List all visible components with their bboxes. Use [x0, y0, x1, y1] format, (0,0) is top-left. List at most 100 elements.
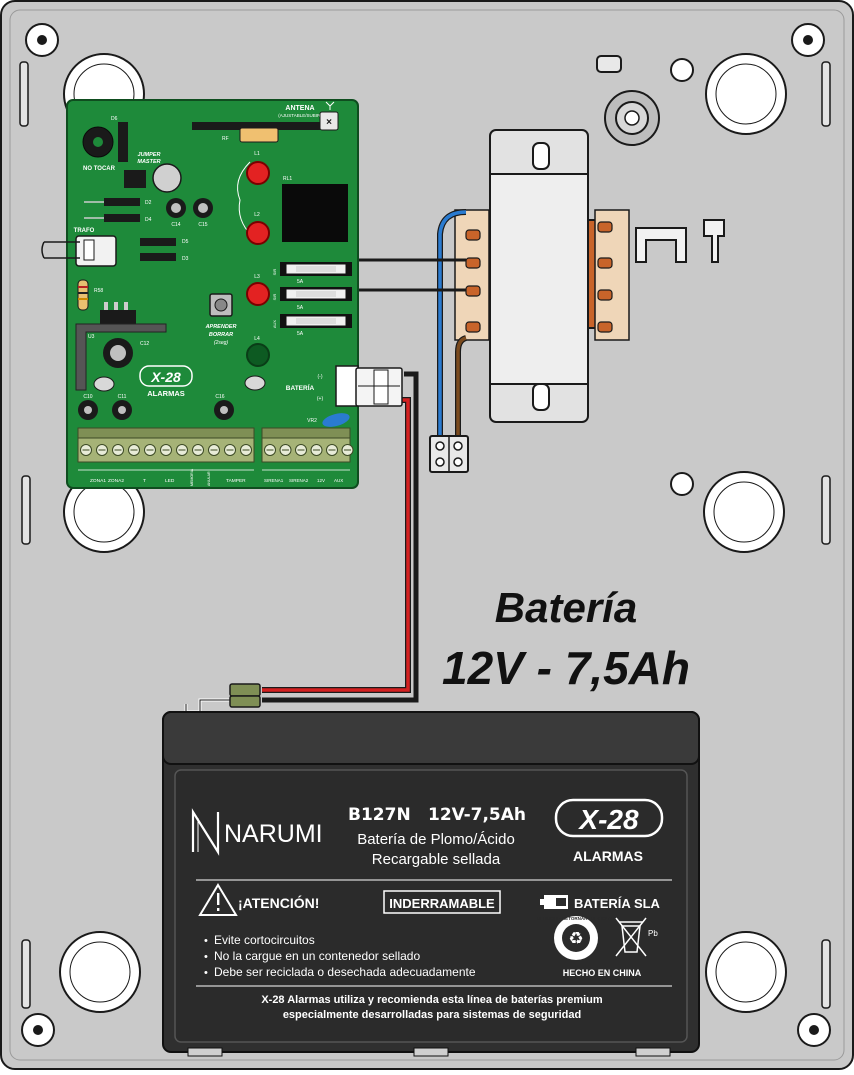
- warning-item: Evite cortocircuitos: [214, 933, 315, 947]
- footer-brand: X-28 Alarmas: [261, 994, 330, 1006]
- jumper-label-2: MASTER: [137, 159, 160, 165]
- pcb-logo-sub: ALARMAS: [147, 389, 185, 398]
- screw-hole-icon: [21, 1013, 55, 1047]
- side-slot: [19, 61, 29, 127]
- pb-label: Pb: [648, 929, 658, 938]
- fuse-rating: 5A: [297, 279, 304, 285]
- borrar-label: BORRAR: [209, 332, 233, 338]
- trafo-label: TRAFO: [74, 228, 95, 234]
- hole-icon: [670, 58, 694, 82]
- footer-line-1: X-28 Alarmas utiliza y recomienda esta l…: [261, 994, 603, 1006]
- l1-label: L1: [254, 151, 260, 157]
- warning-item: Debe ser reciclada o desechada adecuadam…: [214, 965, 476, 979]
- antenna-sublabel: (AJUSTABLE/SUBIR): [278, 113, 322, 118]
- screw-hole-icon: [797, 1013, 831, 1047]
- mounting-boss: [705, 931, 787, 1013]
- fuse: [280, 262, 352, 276]
- c10-label: C10: [83, 394, 92, 400]
- d5-label: D5: [182, 239, 189, 245]
- c16-label: C16: [215, 394, 224, 400]
- battery-icon: [540, 895, 568, 909]
- bat-minus-label: (-): [318, 374, 323, 380]
- aprender-label: APRENDER: [205, 324, 237, 330]
- d2-label: D2: [145, 200, 152, 206]
- mains-terminal-block: [429, 435, 469, 473]
- terminal-label-zona1: ZONA1: [90, 478, 106, 484]
- slot: [596, 55, 622, 73]
- side-slot: [821, 939, 831, 1009]
- fuse-tag: AUX: [272, 320, 277, 329]
- terminal-label-aux: AUX: [334, 478, 343, 483]
- d4-label: D4: [145, 217, 152, 223]
- terminal-label-sirena1: SIRENA1: [264, 478, 284, 483]
- no-bin-icon: [615, 917, 647, 957]
- mounting-boss: [705, 53, 787, 135]
- bat-plus-label: (+): [317, 396, 324, 402]
- c14-label: C14: [171, 222, 180, 228]
- side-slot: [21, 939, 31, 1009]
- inderramable-label: INDERRAMABLE: [389, 896, 495, 911]
- warning-triangle-icon: [198, 883, 238, 916]
- bullet-icon: •: [204, 935, 208, 947]
- battery-desc-2: Recargable sellada: [372, 851, 501, 868]
- bateria-label: BATERÍA: [286, 383, 315, 392]
- terminal-strip-left: [77, 427, 255, 471]
- bullet-icon: •: [204, 967, 208, 979]
- svg-text:♻: ♻: [568, 929, 583, 948]
- mounting-boss: [63, 471, 145, 553]
- fuse-tag: SIR: [272, 269, 277, 276]
- battery-lead-connectors: [184, 683, 261, 714]
- c11-label: C11: [118, 394, 127, 400]
- footer-line-2: especialmente desarrolladas para sistema…: [283, 1009, 581, 1021]
- l4-label: L4: [254, 336, 260, 342]
- clip: [703, 219, 725, 263]
- terminal-label-sirena2: SIRENA2: [289, 478, 309, 483]
- rf-label: RF: [222, 136, 229, 142]
- terminal-label-tamper: TAMPER: [226, 478, 246, 484]
- aprender-time: (2seg): [214, 340, 229, 346]
- diagram-title: Batería: [495, 584, 637, 631]
- terminal-label-anular: ANULAR: [207, 471, 211, 486]
- recycle-text: REDUCIR · RETORNAR · RECICLAR: [537, 916, 615, 921]
- fuse-tag: SIR: [272, 294, 277, 301]
- d3-label: D3: [182, 256, 189, 262]
- fuse-rating: 5A: [297, 305, 304, 311]
- made-in-label: HECHO EN CHINA: [563, 968, 642, 978]
- screw-hole-icon: [25, 23, 59, 57]
- terminal-label-12v: 12V: [317, 478, 325, 483]
- attention-label: ¡ATENCIÓN!: [238, 894, 319, 911]
- antenna-icon: [325, 101, 335, 110]
- r58-label: R58: [94, 288, 103, 294]
- wires: [262, 209, 467, 703]
- terminal-strip-right: [261, 427, 354, 471]
- bullet-icon: •: [204, 951, 208, 963]
- mounting-boss: [703, 471, 785, 553]
- warning-item: No la cargue en un contenedor sellado: [214, 949, 420, 963]
- rl1-label: RL1: [283, 176, 292, 182]
- fuse: [280, 314, 352, 328]
- mounting-boss: [59, 931, 141, 1013]
- terminal-label-led: LED: [165, 478, 175, 484]
- fuse: [280, 287, 352, 301]
- diagram-subtitle: 12V - 7,5Ah: [442, 642, 690, 694]
- u3-label: U3: [88, 334, 95, 340]
- pcb-logo: X-28: [150, 369, 181, 385]
- alarm-pcb: ANTENA (AJUSTABLE/SUBIR) RF × D6 NO TOCA…: [41, 99, 403, 489]
- narumi-n-icon: [191, 808, 220, 856]
- footer-rest: utiliza y recomienda esta línea de bater…: [331, 994, 603, 1006]
- antenna-label: ANTENA: [285, 105, 314, 112]
- c15-label: C15: [198, 222, 207, 228]
- l3-label: L3: [254, 274, 260, 280]
- recycle-icon: ♻ REDUCIR · RETORNAR · RECICLAR: [537, 916, 615, 960]
- hole-icon: [670, 472, 694, 496]
- battery-x28-logo: X-28: [577, 804, 639, 835]
- clip: [635, 227, 687, 263]
- battery-x28-sub: ALARMAS: [573, 848, 643, 864]
- battery-desc-1: Batería de Plomo/Ácido: [357, 831, 515, 848]
- side-slot: [821, 61, 831, 127]
- c12-label: C12: [140, 341, 149, 347]
- terminal-label-memoria: MEMORIA: [190, 468, 194, 486]
- jumper-label: JUMPER: [138, 152, 161, 158]
- terminal-label-zona2: ZONA2: [108, 478, 124, 484]
